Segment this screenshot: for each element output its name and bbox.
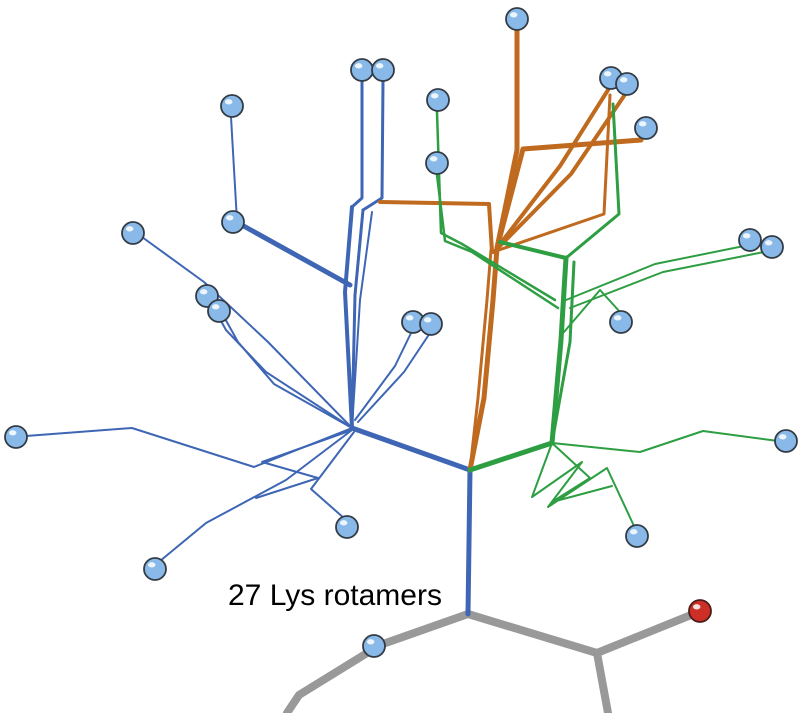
specular-highlight [375, 63, 384, 69]
bond-rotamer_green [551, 430, 779, 453]
nitrogen-atom[interactable] [609, 310, 633, 334]
bond-backbone_gray [593, 649, 612, 713]
bond-rotamer_blue [310, 431, 355, 520]
specular-highlight [366, 639, 375, 645]
bond-backbone_gray [283, 641, 384, 713]
nitrogen-atom[interactable] [425, 151, 449, 175]
specular-highlight [224, 99, 233, 105]
bond-rotamer_green [569, 251, 765, 309]
specular-highlight [339, 520, 348, 526]
bond-rotamer_green [549, 255, 569, 446]
bond-rotamer_blue [357, 332, 431, 423]
bond-rotamer_green [531, 442, 635, 527]
bond-rotamer_green [551, 442, 613, 503]
bond-rotamer_green [550, 260, 576, 445]
bond-rotamer_blue [349, 425, 473, 473]
bond-rotamer_blue [354, 330, 413, 421]
bond-rotamer_orange [491, 93, 612, 254]
bond-backbone_gray [376, 610, 472, 649]
bond-rotamer_blue [159, 429, 353, 562]
nitrogen-atom[interactable] [760, 235, 784, 259]
bond-rotamer_blue [237, 221, 353, 288]
bond-rotamer_green [565, 245, 745, 301]
nitrogen-atom[interactable] [738, 228, 762, 252]
specular-highlight [778, 434, 787, 440]
specular-highlight [8, 430, 17, 436]
nitrogen-atom[interactable] [335, 515, 359, 539]
nitrogen-atom[interactable] [350, 58, 374, 82]
nitrogen-atom[interactable] [371, 58, 395, 82]
specular-highlight [199, 289, 208, 295]
bond-rotamer_blue [255, 429, 353, 499]
specular-highlight [354, 63, 363, 69]
nitrogen-atom[interactable] [4, 425, 28, 449]
bond-rotamer_green [435, 173, 560, 310]
nitrogen-atom[interactable] [774, 429, 798, 453]
bond-rotamer_orange [495, 88, 610, 250]
specular-highlight [225, 215, 234, 221]
atoms-layer [4, 7, 798, 658]
bond-rotamer_orange [494, 137, 644, 251]
bond-rotamer_blue [343, 205, 354, 430]
nitrogen-atom[interactable] [143, 557, 167, 581]
bond-rotamer_blue [361, 79, 385, 212]
bonds-layer [25, 27, 779, 713]
bond-backbone_gray [464, 610, 601, 657]
specular-highlight [509, 12, 518, 18]
bond-rotamer_blue [222, 314, 353, 429]
nitrogen-atom[interactable] [419, 312, 443, 336]
bond-rotamer_blue [230, 116, 238, 222]
nitrogen-atom[interactable] [121, 221, 145, 245]
nitrogen-atom[interactable] [362, 634, 386, 658]
bond-backbone_gray [593, 609, 700, 657]
specular-highlight [613, 315, 622, 321]
oxygen-atom[interactable] [688, 599, 712, 623]
nitrogen-atom[interactable] [207, 299, 231, 323]
specular-highlight [742, 233, 751, 239]
bond-rotamer_blue [350, 79, 364, 209]
specular-highlight [430, 93, 439, 99]
nitrogen-atom[interactable] [221, 210, 245, 234]
bond-rotamer_orange [492, 94, 626, 254]
specular-highlight [619, 77, 628, 83]
nitrogen-atom[interactable] [426, 88, 450, 112]
bond-rotamer_green [563, 289, 621, 333]
specular-highlight [147, 562, 156, 568]
specular-highlight [125, 226, 134, 232]
specular-highlight [764, 240, 773, 246]
bond-rotamer_blue [465, 467, 473, 617]
nitrogen-atom[interactable] [220, 94, 244, 118]
bond-rotamer_orange [468, 248, 493, 472]
bond-rotamer_green [498, 240, 568, 260]
specular-highlight [629, 529, 638, 535]
nitrogen-atom[interactable] [615, 72, 639, 96]
specular-highlight [405, 315, 414, 321]
bond-rotamer_blue [210, 302, 353, 429]
bond-rotamer_green [467, 440, 555, 473]
specular-highlight [423, 317, 432, 323]
bond-rotamer_blue [350, 208, 365, 430]
nitrogen-atom[interactable] [634, 116, 658, 140]
bond-rotamer_orange [467, 245, 500, 473]
nitrogen-atom[interactable] [625, 524, 649, 548]
rotamer-count-label: 27 Lys rotamers [228, 579, 442, 612]
specular-highlight [692, 604, 701, 610]
bond-rotamer_blue [351, 211, 373, 429]
nitrogen-atom[interactable] [505, 7, 529, 31]
specular-highlight [211, 304, 220, 310]
specular-highlight [603, 71, 612, 77]
bond-rotamer_orange [378, 200, 494, 254]
bond-rotamer_blue [141, 236, 353, 429]
specular-highlight [429, 156, 438, 162]
specular-highlight [638, 121, 647, 127]
bond-rotamer_green [564, 102, 621, 260]
